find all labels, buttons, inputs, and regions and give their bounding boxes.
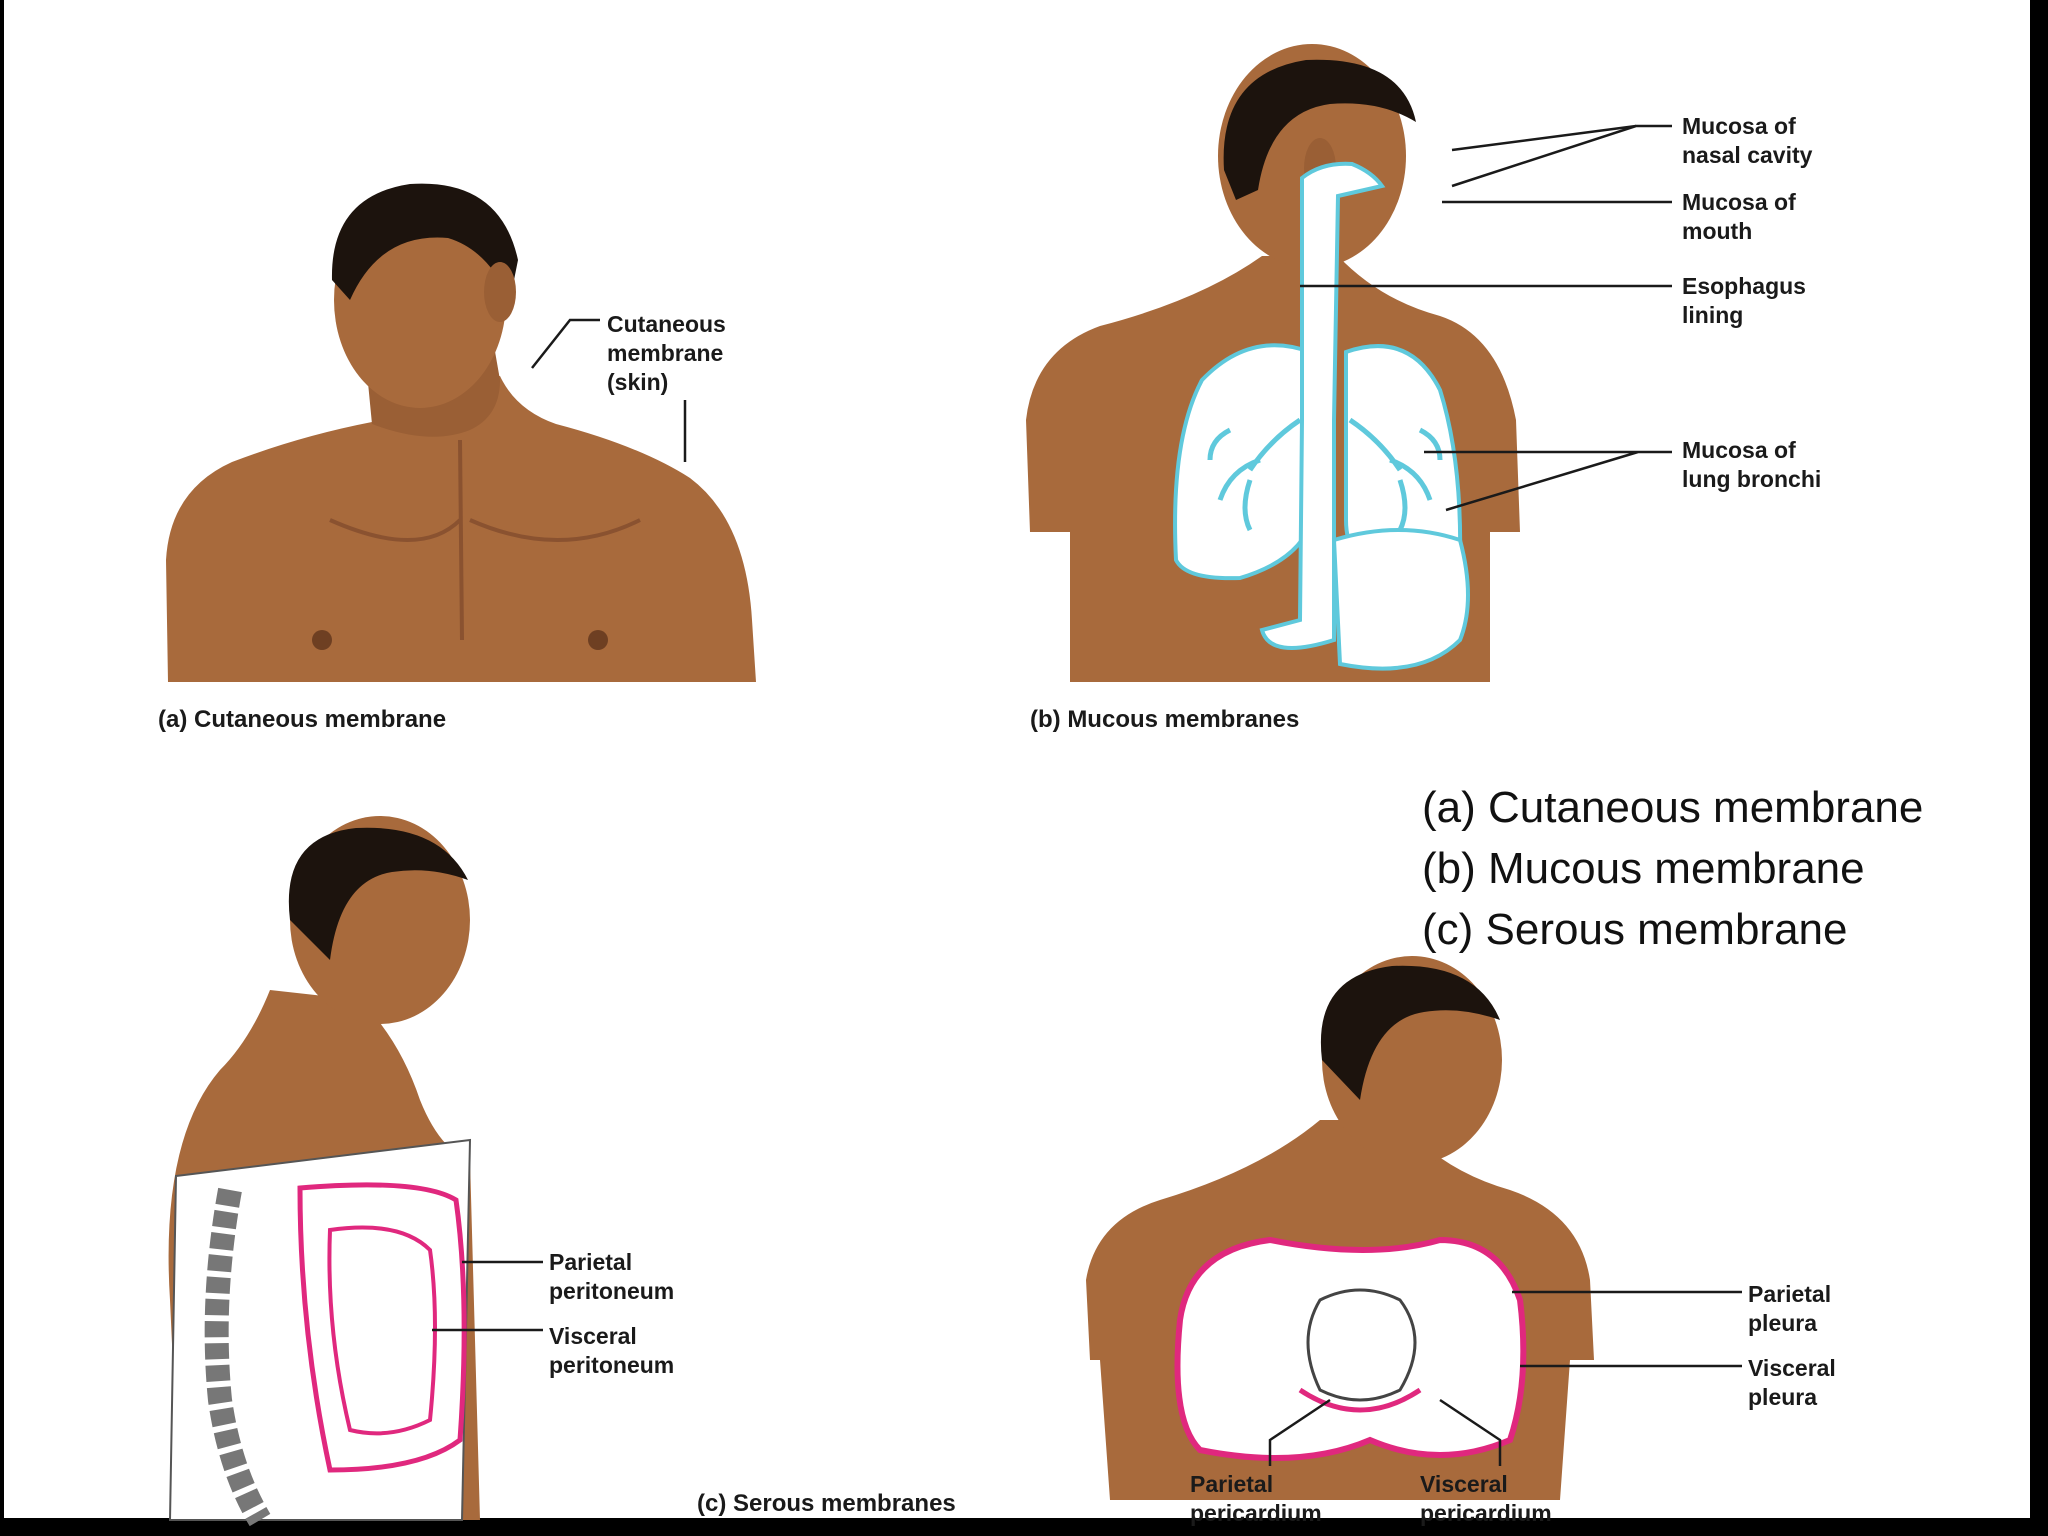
figure-c-cutaway [168,1138,472,1521]
leader-visceral-pericardium [1439,1398,1502,1466]
figure-c-thorax [1086,956,1594,1500]
leader-parietal-pericardium [1268,1398,1331,1466]
label-mucosa-lung-bronchi: Mucosa of lung bronchi [1682,437,1822,492]
figure-b-mucous [1026,44,1520,682]
figure-c-hair [288,827,468,960]
figure-c2-hair [1320,965,1500,1100]
leader-cutaneous [531,318,687,462]
label-visceral-pleura: Visceral pleura [1748,1355,1836,1410]
figure-b-bronchi-left [1207,417,1302,532]
label-parietal-pericardium: Parietal pericardium [1190,1471,1322,1526]
frame-right-bar [2030,0,2048,1536]
frame-bottom-bar [0,1518,2048,1536]
figure-c-abdomen [168,816,481,1527]
figure-b-left-lung [1173,343,1315,581]
caption-panel-a: (a) Cutaneous membrane [158,706,447,733]
figure-b-hair [1223,59,1416,201]
figure-b-stomach [1331,528,1470,671]
figure-b-bronchi-right [1348,417,1443,532]
leader-lines [432,124,1742,1466]
label-visceral-peritoneum: Visceral peritoneum [549,1323,675,1378]
legend-item-cutaneous: (a) Cutaneous membrane [1422,783,1924,832]
label-visceral-pericardium: Visceral pericardium [1420,1471,1552,1526]
figure-b-airway [1259,161,1386,650]
figure-c-spine [204,1187,271,1527]
label-mucosa-mouth: Mucosa of mouth [1682,189,1796,244]
label-parietal-peritoneum: Parietal peritoneum [549,1249,675,1304]
figure-c2-heart [1306,1288,1417,1402]
legend-item-serous: (c) Serous membrane [1422,905,1848,954]
leader-nasal [1451,124,1672,188]
frame-left-bar [0,0,4,1536]
figure-a-chest-shading [329,439,641,641]
leader-bronchi [1424,450,1672,512]
figure-c-visceral-peritoneum [327,1225,437,1436]
legend-item-mucous: (b) Mucous membrane [1422,844,1865,893]
figure-a-nipple-left [312,630,332,650]
figure-a-cutaneous [166,183,756,682]
figure-c2-pericardium [1298,1387,1422,1413]
figure-a-hair [331,183,518,300]
figure-a-ear [484,262,516,322]
label-mucosa-nasal-cavity: Mucosa of nasal cavity [1682,113,1813,168]
label-parietal-pleura: Parietal pleura [1748,1281,1832,1336]
membrane-legend: (a) Cutaneous membrane (b) Mucous membra… [1422,777,1923,960]
figure-c-parietal-peritoneum [297,1182,467,1473]
label-esophagus-lining: Esophagus lining [1682,273,1806,328]
label-cutaneous-membrane: Cutaneous membrane (skin) [607,311,726,395]
figure-a-nipple-right [588,630,608,650]
caption-panel-c: (c) Serous membranes [697,1490,956,1517]
caption-panel-b: (b) Mucous membranes [1030,706,1300,733]
